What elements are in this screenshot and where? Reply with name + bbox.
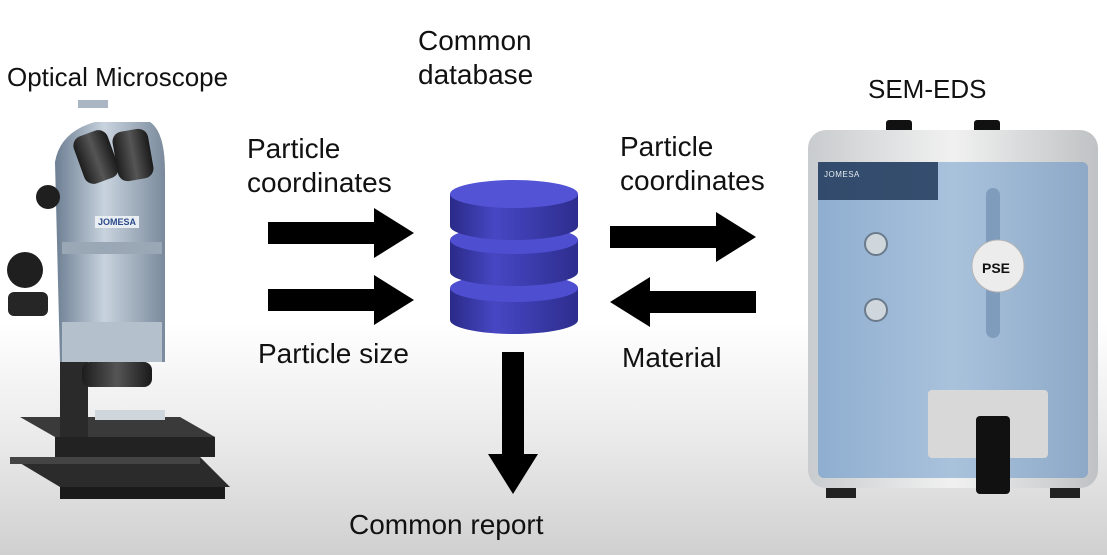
- right-bottom-label: Material: [622, 342, 722, 373]
- left-top-label-line1: Particle: [247, 133, 341, 164]
- database-icon: [444, 180, 584, 340]
- optical-microscope-label: Optical Microscope: [7, 62, 229, 92]
- sem-model-label: PSE: [982, 260, 1011, 276]
- arrow-right-top-left-icon: [268, 208, 414, 258]
- arrow-down-icon: [488, 352, 538, 494]
- arrow-right-bottom-left-icon: [268, 275, 414, 325]
- right-top-label-line1: Particle: [620, 131, 714, 162]
- right-top-label-line2: coordinates: [620, 165, 765, 196]
- common-database-label-line1: Common: [418, 25, 532, 56]
- arrow-left-bottom-right-icon: [610, 277, 756, 327]
- microscope-brand-label: JOMESA: [95, 216, 140, 228]
- optical-microscope-image: JOMESA: [0, 92, 230, 512]
- arrow-right-top-right-icon: [610, 212, 756, 262]
- common-database-label-line2: database: [418, 59, 534, 90]
- common-report-label: Common report: [349, 509, 544, 540]
- left-top-label-line2: coordinates: [247, 167, 392, 198]
- sem-eds-image: JOMESA PSE: [806, 118, 1102, 503]
- left-bottom-label: Particle size: [258, 338, 409, 369]
- sem-eds-label: SEM-EDS: [868, 74, 987, 104]
- sem-brand-label: JOMESA: [824, 170, 860, 179]
